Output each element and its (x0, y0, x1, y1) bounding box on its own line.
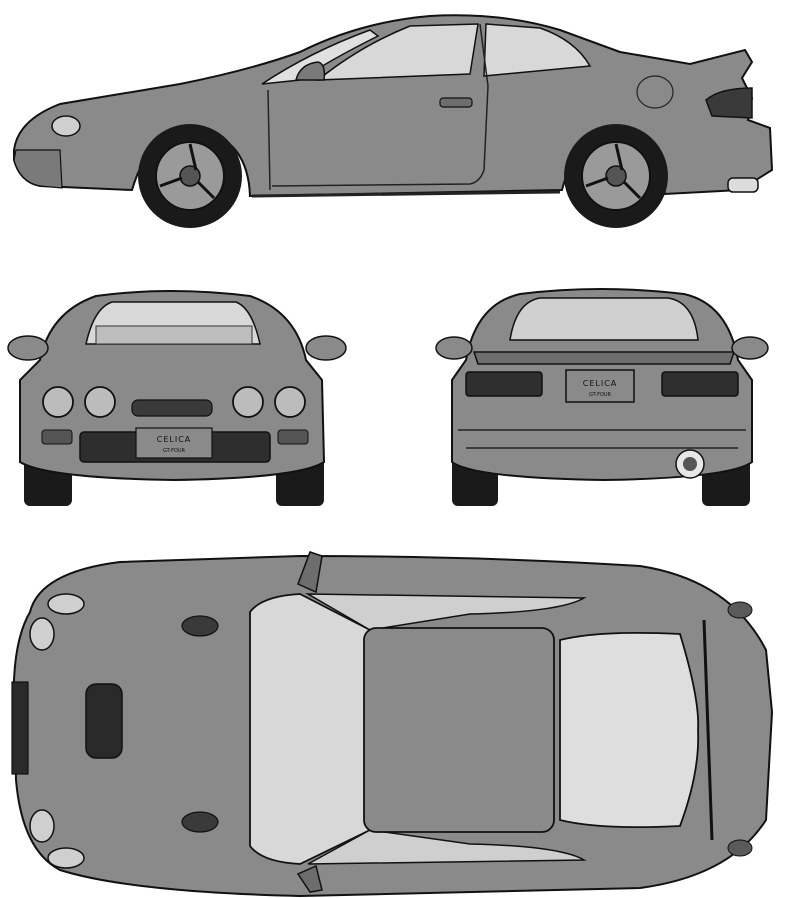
rear-view: CELICA GT-FOUR (435, 288, 769, 506)
side-front-bumper (13, 149, 63, 189)
door-handle (439, 97, 473, 108)
top-tail-light-upper (727, 601, 753, 619)
side-exhaust (727, 177, 759, 193)
front-headlight-right-outer (274, 386, 306, 418)
top-headlight-left-a (47, 593, 85, 615)
fuel-cap (636, 75, 674, 109)
top-window-upper (305, 593, 587, 631)
side-headlight (51, 115, 81, 137)
top-mirror-lower (296, 864, 323, 893)
rear-left-tail-light (465, 371, 543, 397)
top-tail-light-lower (727, 839, 753, 857)
front-dashboard-shade (95, 325, 253, 345)
top-mirror-upper (297, 551, 323, 594)
top-headlight-right-a (47, 847, 85, 869)
rear-right-tail-light (661, 371, 739, 397)
rear-bumper (458, 429, 746, 449)
rear-spoiler (472, 351, 736, 365)
front-headlight-right-inner (232, 386, 264, 418)
rear-badge-line2: GT-FOUR (589, 392, 612, 398)
top-rear-glass (559, 631, 700, 829)
top-roof (363, 627, 555, 833)
side-front-wheel (138, 124, 242, 228)
top-hood-vent-right (181, 811, 219, 833)
front-view: CELICA GT-FOUR (7, 290, 347, 506)
top-view (11, 551, 774, 898)
side-tail-light (705, 87, 753, 119)
rear-window (509, 297, 699, 341)
side-mirror (295, 61, 326, 81)
top-hood-scoop (85, 683, 123, 759)
side-skirt (251, 190, 561, 198)
rear-badge-line1: CELICA (583, 379, 618, 388)
top-window-lower (307, 829, 587, 865)
side-door-line (267, 23, 489, 191)
front-badge-line2: GT-FOUR (163, 448, 186, 454)
rear-left-mirror (435, 336, 473, 360)
side-view (13, 14, 774, 228)
rear-plate (565, 369, 635, 403)
rear-exhaust-inner (683, 457, 697, 471)
side-rear-window (483, 23, 592, 77)
top-spoiler (702, 619, 714, 841)
rear-right-mirror (731, 336, 769, 360)
front-headlight-left-outer (42, 386, 74, 418)
front-headlight-left-inner (84, 386, 116, 418)
front-right-fog (277, 429, 309, 445)
front-left-mirror (7, 335, 49, 361)
front-hood-scoop (131, 399, 213, 417)
top-hood-vent-left (181, 615, 219, 637)
top-headlight-left-b (29, 617, 55, 651)
front-badge-line1: CELICA (157, 435, 192, 444)
side-rear-wheel (564, 124, 668, 228)
top-front-grille (11, 681, 29, 775)
side-front-window (315, 23, 479, 81)
front-left-fog (41, 429, 73, 445)
top-windshield (249, 593, 371, 865)
top-headlight-right-b (29, 809, 55, 843)
front-right-mirror (305, 335, 347, 361)
front-plate (135, 427, 213, 459)
